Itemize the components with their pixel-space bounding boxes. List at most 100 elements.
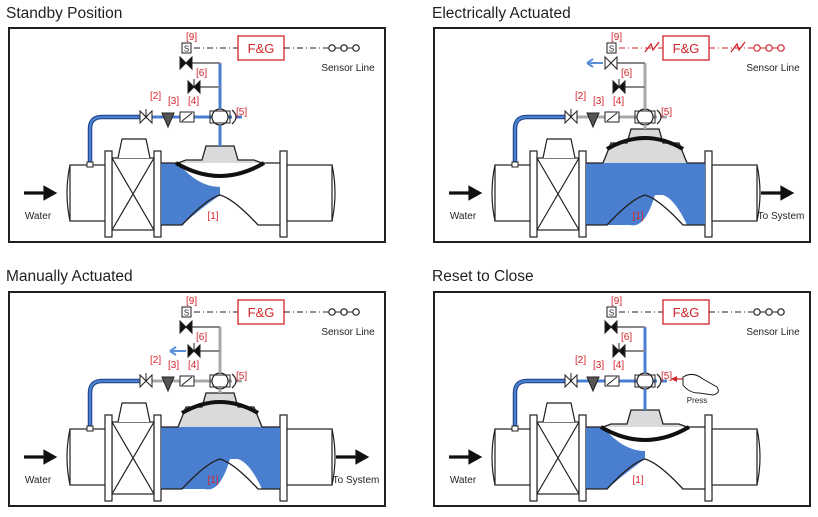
inlet-flow-arrow — [449, 185, 483, 201]
solenoid-coil — [181, 306, 192, 318]
porv-5-knob — [656, 373, 662, 389]
solenoid-label: S — [609, 45, 614, 54]
inlet-flow-arrow — [24, 449, 58, 465]
callout-label: [9] — [611, 32, 622, 43]
inlet-flow-arrow — [449, 449, 483, 465]
flange — [578, 150, 587, 238]
diaphragm — [174, 161, 266, 178]
gate-valve-cross — [536, 157, 580, 231]
fg-label: F&G — [248, 305, 275, 320]
valve-bonnet — [602, 409, 688, 428]
fg-controller: F&G Sensor Line — [619, 35, 800, 74]
inlet-label: Water — [450, 475, 477, 486]
callout-label: [4] — [188, 96, 199, 107]
callout-label: [2] — [575, 91, 586, 102]
lightning-icon — [644, 41, 660, 53]
flange — [104, 150, 113, 238]
valve-water — [161, 163, 220, 225]
outlet-label: To System — [758, 211, 805, 222]
outlet-pipe — [286, 164, 333, 222]
priming-pipe — [88, 379, 140, 429]
porv-5-knob — [656, 109, 662, 125]
sensor-node — [765, 308, 773, 316]
inlet-label: Water — [25, 475, 52, 486]
porv-5-box — [634, 110, 656, 124]
inlet-label: Water — [25, 211, 52, 222]
lightning-icon — [730, 41, 746, 53]
diaphragm — [605, 136, 685, 151]
drain-arrow — [586, 58, 603, 68]
diaphragm — [180, 400, 260, 415]
outlet-label: To System — [333, 475, 380, 486]
sensor-node — [328, 44, 336, 52]
solenoid-label: S — [609, 309, 614, 318]
priming-pipe — [88, 115, 140, 165]
solenoid-label: S — [184, 45, 189, 54]
flange — [153, 150, 162, 238]
priming-line — [511, 378, 565, 432]
flange — [578, 414, 587, 502]
sensor-node — [753, 44, 761, 52]
outlet-pipe-cut — [331, 428, 336, 486]
porv-5-knob — [231, 109, 237, 125]
sensor-node — [777, 44, 785, 52]
main-pipe — [491, 402, 761, 502]
callout-label: [1] — [632, 475, 643, 486]
porv-5-box — [209, 110, 231, 124]
priming-line — [86, 114, 140, 168]
strainer-3 — [161, 376, 175, 393]
flange — [704, 414, 713, 502]
callout-label: [6] — [196, 332, 207, 343]
outlet-pipe-cut — [331, 164, 336, 222]
porv-5-box — [634, 374, 656, 388]
callout-label: [9] — [611, 296, 622, 307]
porv-5-knob — [231, 373, 237, 389]
check-valve-4-flap — [181, 376, 193, 386]
callout-label: [3] — [593, 360, 604, 371]
gate-valve-bonnet — [542, 138, 576, 159]
sensor-node — [352, 44, 360, 52]
sensor-line-label: Sensor Line — [746, 63, 800, 74]
check-valve-4-flap — [606, 112, 618, 122]
panel-title-manual: Manually Actuated — [6, 268, 133, 285]
deluge-valve-body — [161, 145, 280, 226]
pilot-trim: S — [139, 42, 242, 146]
solenoid-coil — [181, 42, 192, 54]
flange — [279, 150, 288, 238]
fg-box — [662, 35, 710, 61]
drain-arrow — [169, 346, 186, 356]
solenoid-valve-9 — [604, 55, 618, 71]
callout-label: [4] — [613, 360, 624, 371]
solenoid-valve-9 — [179, 319, 193, 335]
check-valve-4-flap — [181, 112, 193, 122]
gate-valve-cross — [111, 157, 155, 231]
deluge-valve-body — [586, 409, 705, 490]
fg-label: F&G — [673, 41, 700, 56]
main-pipe — [66, 138, 336, 238]
callout-label: [3] — [168, 360, 179, 371]
diaphragm — [599, 425, 691, 442]
priming-line — [86, 378, 140, 432]
gate-valve-bonnet — [117, 138, 151, 159]
hand-icon — [682, 373, 719, 396]
valve-bonnet — [177, 145, 263, 164]
flange — [279, 414, 288, 502]
callout-label: [2] — [150, 355, 161, 366]
sensor-node — [340, 44, 348, 52]
fg-label: F&G — [248, 41, 275, 56]
flange — [529, 414, 538, 502]
gate-valve-bonnet — [542, 402, 576, 423]
sensor-node — [340, 308, 348, 316]
solenoid-valve-9 — [604, 319, 618, 335]
flange — [104, 414, 113, 502]
sensor-node — [777, 308, 785, 316]
panel-title-reset: Reset to Close — [432, 268, 534, 285]
callout-label: [6] — [621, 332, 632, 343]
outlet-flow-arrow — [336, 449, 370, 465]
inlet-pipe-cut — [66, 164, 71, 222]
